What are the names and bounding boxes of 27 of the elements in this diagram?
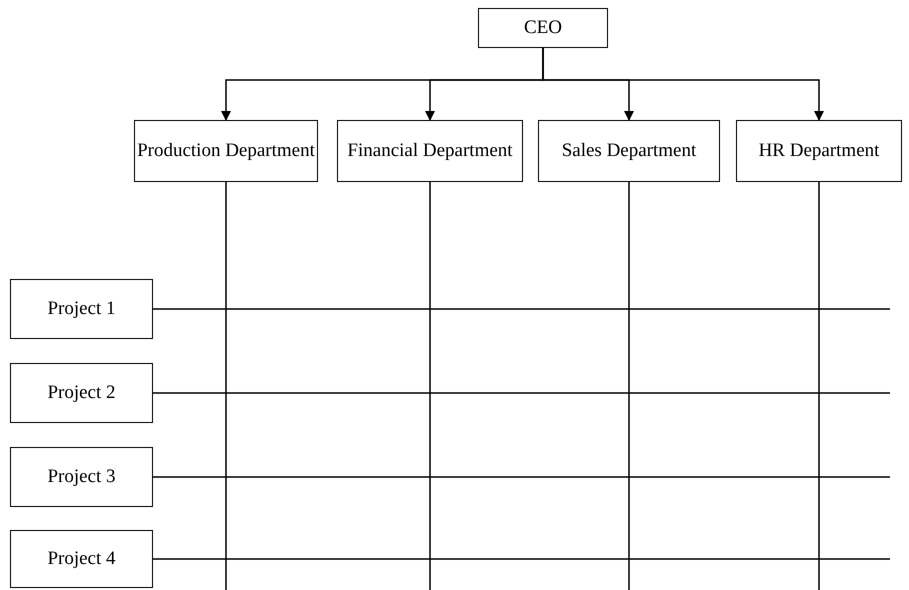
grid-line [153,558,890,560]
box-label: HR Department [758,140,880,162]
box-label: Project 3 [47,466,116,488]
org-box [337,120,523,182]
box-label: Production Department [137,140,315,162]
org-box [10,530,153,588]
box-label: Financial Department [347,140,513,162]
org-box [538,120,720,182]
box-label: Project 1 [47,298,116,320]
grid-line [153,392,890,394]
grid-line [225,182,227,590]
org-box [10,447,153,507]
grid-line [429,182,431,590]
grid-line [153,308,890,310]
org-box [134,120,318,182]
org-box [10,363,153,423]
org-box [10,279,153,339]
box-label: Sales Department [562,140,696,162]
box-label: CEO [524,16,562,40]
box-label: Project 4 [47,548,116,570]
grid-line [153,476,890,478]
arrow [542,48,824,121]
grid-line [628,182,630,590]
grid-line [818,182,820,590]
box-label: Project 2 [47,382,116,404]
org-box [736,120,902,182]
org-box [478,8,608,48]
